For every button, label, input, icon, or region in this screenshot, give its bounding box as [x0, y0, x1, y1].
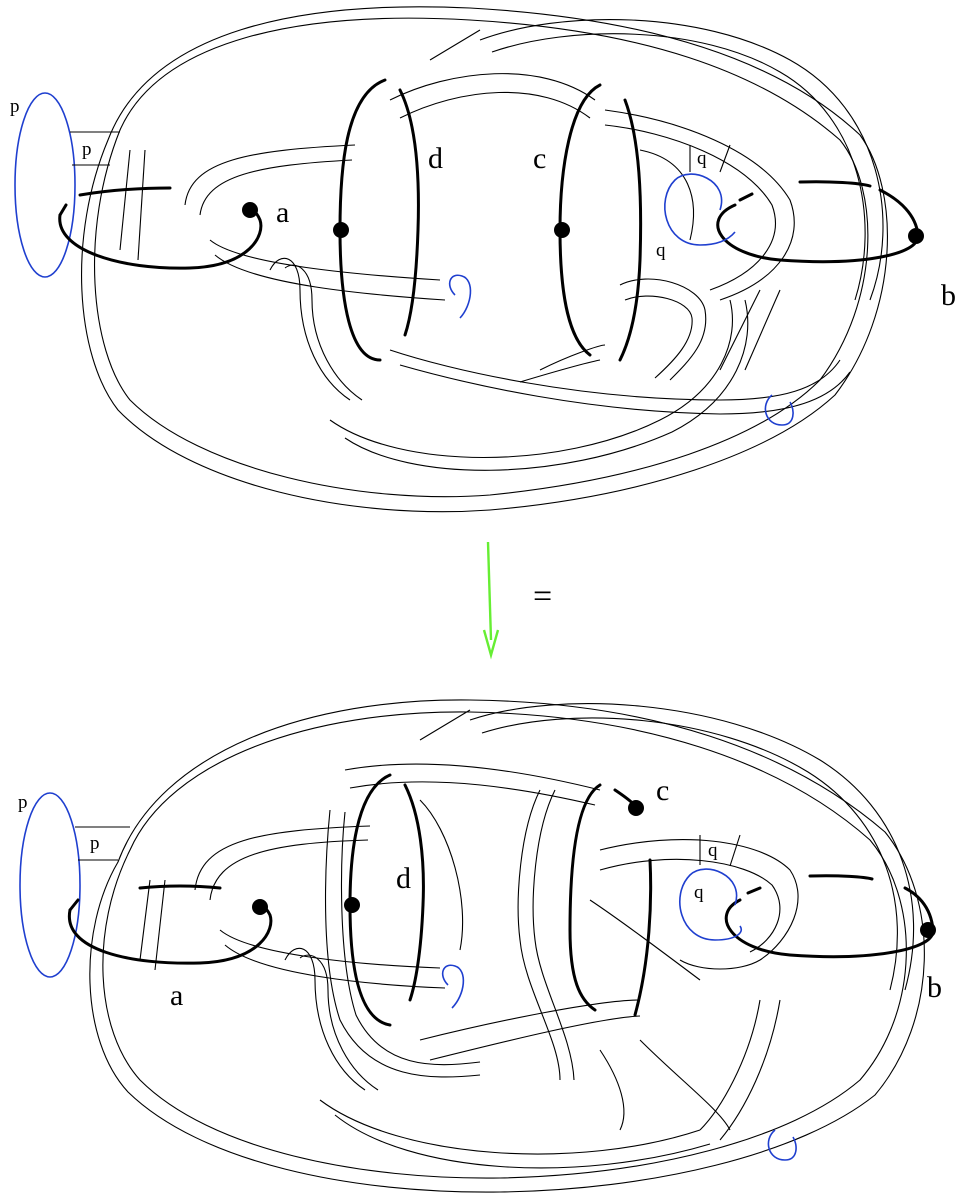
top-label-c: c [533, 142, 546, 175]
top-a-dotted-circle [58, 186, 263, 270]
bottom-diagram: p p a d c q q b [18, 699, 942, 1193]
bottom-label-p-inner: p [90, 833, 100, 854]
bottom-label-q-lower: q [694, 882, 704, 903]
top-inner-bands [119, 29, 851, 415]
bottom-label-p-outer: p [18, 792, 28, 813]
bottom-q-framing-curve [679, 834, 742, 941]
top-label-b: b [941, 279, 956, 312]
bottom-blue-hook-1 [441, 964, 465, 1009]
top-p-framing-curve [14, 92, 76, 278]
bottom-p-framing-curve [19, 792, 81, 978]
bottom-a-dotted-circle [67, 884, 273, 965]
top-blue-hook-2 [764, 394, 794, 426]
bottom-label-q-upper: q [708, 840, 718, 861]
top-label-a: a [276, 196, 289, 229]
top-b-dotted-circle [716, 180, 924, 264]
bottom-c-dotted-circle [568, 783, 653, 1017]
bottom-outer-bands [89, 699, 925, 1193]
bottom-d-dotted-circle [344, 773, 425, 1027]
equals-sign: = [533, 578, 552, 615]
bottom-label-b: b [927, 971, 942, 1004]
top-diagram: p p a d c q q b [10, 6, 956, 513]
bottom-blue-hook-2 [767, 1129, 797, 1161]
top-c-dotted-circle [554, 83, 643, 362]
top-label-q-upper: q [697, 148, 707, 169]
bottom-label-d: d [396, 862, 411, 895]
top-label-d: d [428, 142, 443, 175]
top-blue-hook-1 [448, 274, 472, 319]
bottom-label-c: c [656, 774, 669, 807]
top-d-dotted-circle [333, 78, 420, 362]
top-label-q-lower: q [656, 240, 666, 261]
top-q-framing-curve [664, 144, 736, 246]
bottom-inner-bands [139, 709, 799, 1141]
bottom-b-dotted-circle [724, 874, 936, 959]
equivalence-arrow [482, 541, 500, 660]
bottom-label-a: a [170, 979, 183, 1012]
top-label-p-outer: p [10, 96, 20, 117]
top-label-p-inner: p [82, 139, 92, 160]
